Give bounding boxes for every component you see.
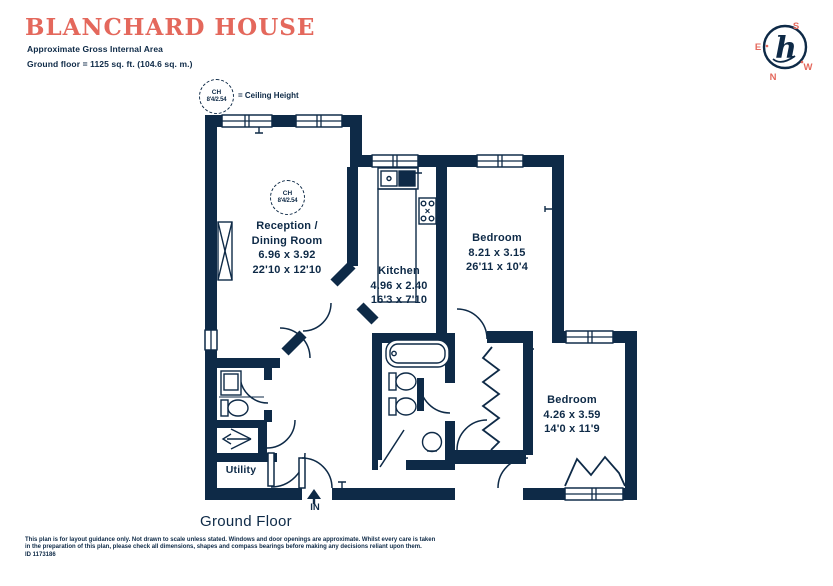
window	[221, 114, 273, 128]
subtitle: Approximate Gross Internal Area	[27, 44, 163, 54]
room-name: Bedroom	[547, 394, 597, 406]
wardrobe-zigzag	[481, 346, 501, 451]
hall-diagonal-walls	[281, 261, 379, 356]
windows	[204, 114, 624, 501]
fixtures	[217, 127, 626, 504]
compass-south: S	[793, 21, 799, 32]
wc-basin-icon	[220, 370, 242, 396]
window	[204, 329, 218, 351]
room-dim-imperial: 16'3 x 7'10	[370, 294, 428, 306]
area-line: Ground floor = 1125 sq. ft. (104.6 sq. m…	[27, 59, 193, 69]
compass-east: E	[755, 42, 761, 53]
room-label-kitchen: Kitchen 4.96 x 2.40 16'3 x 7'10	[370, 264, 427, 308]
window	[371, 154, 419, 168]
room-label-bedroom-1: Bedroom 8.21 x 3.15 26'11 x 10'4	[466, 231, 528, 275]
ch-abbrev: CH	[211, 89, 222, 97]
room-name: Dining Room	[251, 234, 323, 247]
entrance-label: IN	[310, 502, 320, 513]
ceiling-height-badge: CH 8'4/2.54	[199, 79, 234, 114]
brand-logo: h	[775, 31, 797, 66]
door-leaf	[379, 429, 405, 468]
disclaimer-line-1: This plan is for layout guidance only. N…	[25, 537, 436, 543]
room-name: Kitchen	[378, 265, 420, 277]
ch-value: 8'4/2.54	[277, 197, 298, 204]
counter-icon	[377, 188, 417, 303]
compass: h S E W N	[755, 21, 813, 83]
disclaimer: This plan is for layout guidance only. N…	[25, 537, 455, 559]
shower-icon	[221, 428, 252, 450]
entrance-arrow-icon	[307, 489, 321, 504]
window	[564, 487, 624, 501]
room-dim-metric: 8.21 x 3.15	[468, 246, 526, 259]
room-dim-metric: 6.96 x 3.92	[258, 249, 316, 261]
room-dim-imperial: 14'0 x 11'9	[544, 423, 600, 435]
room-dim-imperial: 26'11 x 10'4	[465, 261, 529, 273]
compass-north: N	[770, 72, 777, 83]
room-label-reception: Reception / Dining Room 6.96 x 3.92 22'1…	[252, 219, 323, 277]
window	[565, 330, 614, 344]
toilet-icon	[388, 372, 417, 391]
kitchen-sink-icon	[377, 167, 419, 190]
door-leaf	[298, 457, 306, 489]
bidet-icon	[388, 397, 417, 416]
room-name: Reception /	[256, 220, 318, 232]
cupboard-icon	[217, 221, 233, 281]
wc-toilet-icon	[219, 396, 264, 417]
window	[295, 114, 343, 128]
room-dim-imperial: 22'10 x 12'10	[252, 263, 322, 276]
room-label-bedroom-2: Bedroom 4.26 x 3.59 14'0 x 11'9	[543, 393, 600, 437]
plan-id: ID 1173186	[25, 551, 56, 558]
compass-west: W	[804, 62, 813, 73]
window	[476, 154, 524, 168]
ceiling-height-badge: CH 8'4/2.54	[270, 180, 305, 215]
room-dim-metric: 4.26 x 3.59	[543, 408, 601, 421]
ch-abbrev: CH	[282, 190, 293, 198]
basin-icon	[421, 431, 443, 453]
ch-value: 8'4/2.54	[206, 96, 227, 103]
door-leaf	[267, 452, 275, 487]
radiator-ticks	[255, 127, 552, 488]
doors	[239, 302, 529, 489]
room-label-utility: Utility	[225, 464, 257, 476]
wardrobe-zigzag	[564, 455, 626, 487]
room-name: Bedroom	[472, 232, 522, 244]
disclaimer-line-2: in the preparation of this plan, please …	[25, 544, 422, 551]
page-title: BLANCHARD HOUSE	[25, 14, 316, 41]
room-dim-metric: 4.96 x 2.40	[370, 279, 428, 292]
bathtub-icon	[385, 339, 450, 368]
floor-name: Ground Floor	[200, 513, 292, 530]
hob-icon	[418, 197, 437, 225]
ceiling-height-label: = Ceiling Height	[238, 91, 299, 100]
